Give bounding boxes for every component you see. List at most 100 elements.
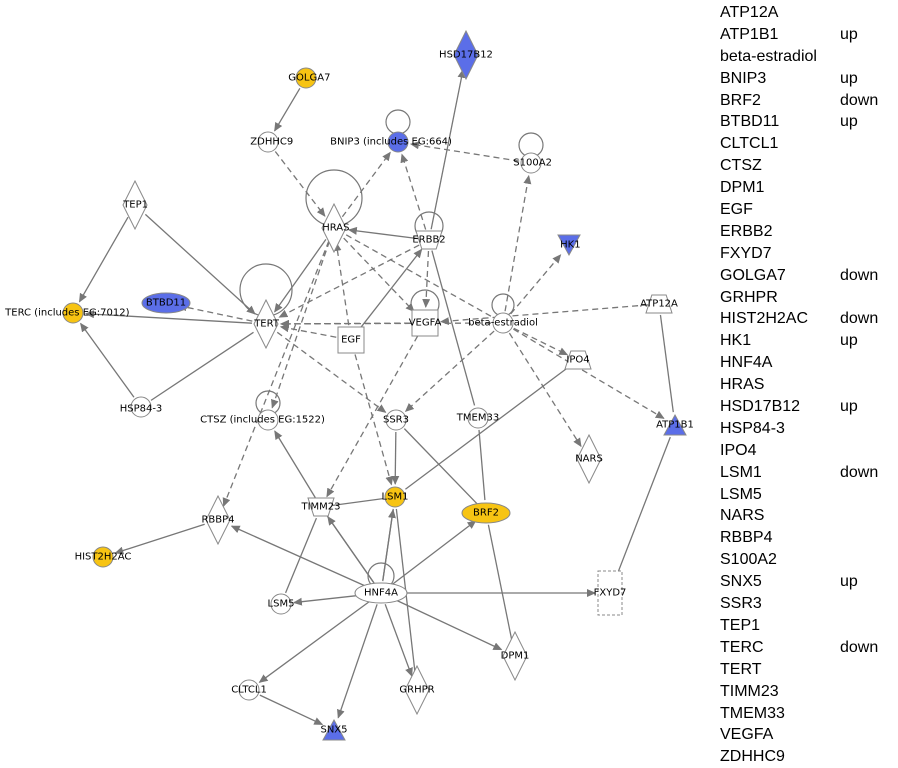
legend-regulation <box>840 724 890 746</box>
edge-zdhhc9-to-hras <box>274 151 326 217</box>
node-bnip3[interactable]: BNIP3 (includes EG:664) <box>330 131 452 153</box>
node-label-terc: TERC (includes EG:7012) <box>4 308 129 319</box>
node-atp1b1[interactable]: ATP1B1 <box>656 413 694 436</box>
edge-hnf4a-to-grhpr <box>384 604 413 677</box>
edge-hnf4a-to-timm23 <box>327 516 375 584</box>
legend-regulation: up <box>840 113 858 131</box>
node-hsp84-3[interactable]: HSP84-3 <box>120 396 163 418</box>
node-hk1[interactable]: HK1 <box>557 234 581 257</box>
node-shape-egf <box>337 326 365 354</box>
node-lsm1[interactable]: LSM1 <box>382 486 409 508</box>
node-hsd17b12[interactable]: HSD17B12 <box>439 29 493 81</box>
edge-beta-estradiol-to-s100a2 <box>504 174 532 312</box>
node-label-hk1: HK1 <box>560 240 580 251</box>
legend-regulation <box>840 484 890 506</box>
node-cltcl1[interactable]: CLTCL1 <box>231 679 267 701</box>
node-tert[interactable]: TERT <box>253 298 280 350</box>
legend-regulation <box>840 46 890 68</box>
legend-row: NARS <box>720 505 895 527</box>
node-shape-brf2 <box>461 502 511 524</box>
node-label-s100a2: S100A2 <box>513 158 552 169</box>
node-tep1[interactable]: TEP1 <box>122 179 148 231</box>
legend-regulation: down <box>840 91 879 109</box>
node-shape-grhpr <box>404 664 430 716</box>
node-hras[interactable]: HRAS <box>321 202 349 254</box>
edge-hras-to-vegfa <box>343 237 415 313</box>
legend-regulation <box>840 703 890 725</box>
legend-gene: ZDHHC9 <box>720 748 785 766</box>
edge-ssr3-to-brf2 <box>403 428 478 505</box>
node-brf2[interactable]: BRF2 <box>461 502 511 524</box>
node-atp12a[interactable]: ATP12A <box>640 294 678 314</box>
node-timm23[interactable]: TIMM23 <box>300 497 341 517</box>
node-golga7[interactable]: GOLGA7 <box>288 67 330 89</box>
edge-hnf4a-to-cltcl1 <box>258 599 372 683</box>
node-shape-hras <box>321 202 347 254</box>
edge-golga7-to-zdhhc9 <box>274 87 301 132</box>
node-rbbp4[interactable]: RBBP4 <box>201 494 235 546</box>
node-dpm1[interactable]: DPM1 <box>501 630 530 682</box>
legend-regulation: up <box>840 573 858 591</box>
edge-hsp84-3-to-terc <box>80 322 135 398</box>
node-shape-hsp84-3 <box>130 396 152 418</box>
legend-row: EGF <box>720 199 895 221</box>
node-shape-bnip3 <box>387 131 409 153</box>
node-shape-golga7 <box>295 67 317 89</box>
edge-beta-estradiol-to-tert <box>279 319 492 328</box>
node-shape-terc <box>62 302 84 324</box>
node-label-atp1b1: ATP1B1 <box>656 420 694 431</box>
node-s100a2[interactable]: S100A2 <box>513 152 552 174</box>
node-label-bnip3: BNIP3 (includes EG:664) <box>330 137 452 148</box>
node-ssr3[interactable]: SSR3 <box>383 409 409 431</box>
node-beta-estradiol[interactable]: beta-estradiol <box>468 312 538 334</box>
node-ctsz[interactable]: CTSZ (includes EG:1522) <box>200 409 325 431</box>
node-grhpr[interactable]: GRHPR <box>399 664 435 716</box>
edge-beta-estradiol-to-nars <box>508 332 582 448</box>
node-shape-tmem33 <box>467 407 489 429</box>
edge-erbb2-to-bnip3 <box>400 153 427 230</box>
legend-gene: TERC <box>720 638 764 656</box>
node-vegfa[interactable]: VEGFA <box>409 309 442 337</box>
self-loop-bnip3 <box>385 109 411 135</box>
legend-regulation: down <box>840 266 879 284</box>
node-hist2h2ac[interactable]: HIST2H2AC <box>75 546 132 568</box>
edge-erbb2-to-tert <box>278 244 420 318</box>
node-nars[interactable]: NARS <box>575 433 603 485</box>
legend-regulation: up <box>840 398 858 416</box>
node-snx5[interactable]: SNX5 <box>320 718 348 741</box>
node-fxyd7[interactable]: FXYD7 <box>594 570 627 616</box>
legend-regulation: down <box>840 310 879 328</box>
edge-egf-to-lsm1 <box>354 354 394 486</box>
node-lsm5[interactable]: LSM5 <box>268 593 295 615</box>
node-label-btbd11: BTBD11 <box>146 298 186 309</box>
legend-regulation <box>840 155 890 177</box>
legend-regulation <box>840 374 890 396</box>
node-shape-erbb2 <box>415 230 443 250</box>
node-btbd11[interactable]: BTBD11 <box>141 292 191 314</box>
legend-gene: CTSZ <box>720 157 762 175</box>
edge-hras-to-bnip3 <box>341 151 391 218</box>
node-hnf4a[interactable]: HNF4A <box>354 582 408 604</box>
legend-row: LSM5 <box>720 484 895 506</box>
edge-cltcl1-to-snx5 <box>259 694 324 726</box>
legend-row: S100A2 <box>720 549 895 571</box>
node-ipo4[interactable]: IPO4 <box>564 350 592 370</box>
node-erbb2[interactable]: ERBB2 <box>412 230 446 250</box>
node-zdhhc9[interactable]: ZDHHC9 <box>250 131 293 153</box>
legend-gene: RBBP4 <box>720 529 773 547</box>
legend-row: HRAS <box>720 374 895 396</box>
node-label-dpm1: DPM1 <box>501 651 530 662</box>
node-egf[interactable]: EGF <box>337 326 365 354</box>
legend-gene: beta-estradiol <box>720 47 817 65</box>
edge-timm23-to-ctsz <box>274 430 316 498</box>
edge-erbb2-to-tmem33 <box>431 250 476 406</box>
node-terc[interactable]: TERC (includes EG:7012) <box>4 302 130 324</box>
node-shape-hsd17b12 <box>453 29 479 81</box>
node-tmem33[interactable]: TMEM33 <box>456 407 499 429</box>
legend-gene: CLTCL1 <box>720 135 779 153</box>
edge-tert-to-btbd11 <box>177 303 253 322</box>
